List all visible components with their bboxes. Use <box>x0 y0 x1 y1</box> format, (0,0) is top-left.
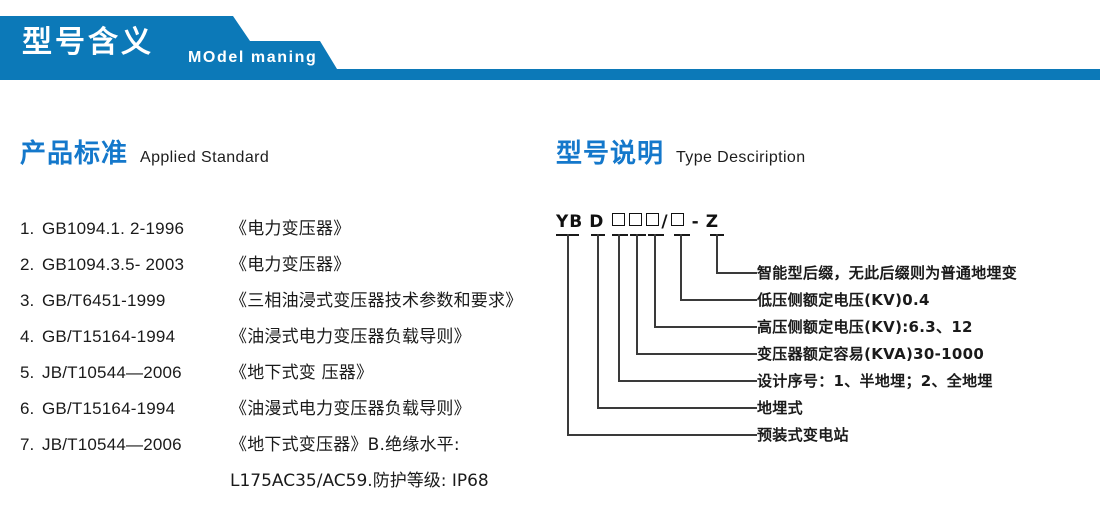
type-label-item: 高压侧额定电压(KV):6.3、12 <box>757 318 973 336</box>
leader-horizontal-2 <box>654 326 757 328</box>
leader-horizontal-6 <box>567 434 757 436</box>
standard-index: 2. <box>20 255 35 274</box>
standard-index: 3. <box>20 291 35 310</box>
standard-index: 7. <box>20 435 35 454</box>
standard-title: 《油浸式电力变压器负载导则》 <box>230 327 471 347</box>
standard-list-item: 7. JB/T10544—2006 《地下式变压器》B.绝缘水平: <box>20 430 540 466</box>
standard-list-item: 5. JB/T10544—2006 《地下式变 压器》 <box>20 358 540 394</box>
type-label-item: 预装式变电站 <box>757 426 849 444</box>
model-code-token-slash: / <box>661 212 669 232</box>
leader-horizontal-4 <box>618 380 757 382</box>
section-heading-en: Type Desciription <box>676 149 806 166</box>
leader-vertical-5 <box>597 234 599 408</box>
section-heading-type-description: 型号说明 Type Desciription <box>556 138 806 174</box>
page-header-banner: 型号含义 MOdel maning <box>0 16 1100 88</box>
banner-background-shape <box>0 16 1100 80</box>
standard-title: 《电力变压器》 <box>230 219 351 239</box>
standard-list-item: 6. GB/T15164-1994 《油漫式电力变压器负载导则》 <box>20 394 540 430</box>
type-label-item: 地埋式 <box>757 399 803 417</box>
leader-vertical-3 <box>636 234 638 354</box>
banner-title: 型号含义 <box>22 25 154 60</box>
standard-list-item: 2. GB1094.3.5- 2003 《电力变压器》 <box>20 250 540 286</box>
standard-code: GB/T15164-1994 <box>42 327 176 346</box>
standard-list-item: 4. GB/T15164-1994 《油浸式电力变压器负载导则》 <box>20 322 540 358</box>
leader-horizontal-0 <box>716 272 757 274</box>
standard-title: 《电力变压器》 <box>230 255 351 275</box>
standard-title: 《地下式变 压器》 <box>230 363 374 383</box>
model-code-token-z: Z <box>705 212 720 232</box>
standard-index: 4. <box>20 327 35 346</box>
standard-code: JB/T10544—2006 <box>42 435 182 454</box>
model-code-box-4 <box>670 213 684 226</box>
section-heading-cn: 产品标准 <box>20 139 129 169</box>
standard-index: 6. <box>20 399 35 418</box>
standard-code: JB/T10544—2006 <box>42 363 182 382</box>
standard-index: 5. <box>20 363 35 382</box>
section-heading-applied-standard: 产品标准 Applied Standard <box>20 138 269 174</box>
leader-vertical-1 <box>680 234 682 300</box>
type-label-item: 低压侧额定电压(KV)0.4 <box>757 291 930 309</box>
model-code-box-1 <box>612 213 626 226</box>
standard-list-item-continuation: L175AC35/AC59.防护等级: IP68 <box>20 466 540 506</box>
leader-vertical-4 <box>618 234 620 381</box>
model-code-token-dash: - <box>691 212 700 232</box>
model-code-box-2 <box>629 213 643 226</box>
standard-index: 1. <box>20 219 35 238</box>
standard-code: GB/T15164-1994 <box>42 399 176 418</box>
leader-horizontal-1 <box>680 299 757 301</box>
applied-standard-list: 1. GB1094.1. 2-1996 《电力变压器》 2. GB1094.3.… <box>20 214 540 506</box>
leader-horizontal-5 <box>597 407 757 409</box>
standard-code: GB1094.3.5- 2003 <box>42 255 185 274</box>
code-underline-box2 <box>630 234 646 236</box>
code-underline-box1 <box>612 234 628 236</box>
leader-vertical-6 <box>567 234 569 435</box>
leader-vertical-2 <box>654 234 656 327</box>
model-code-box-3 <box>646 213 660 226</box>
code-underline-box3 <box>648 234 664 236</box>
standard-title: 《油漫式电力变压器负载导则》 <box>230 399 471 419</box>
type-label-item: 智能型后缀，无此后缀则为普通地埋变 <box>757 264 1018 282</box>
standard-code: GB1094.1. 2-1996 <box>42 219 185 238</box>
standard-code: GB/T6451-1999 <box>42 291 166 310</box>
section-heading-cn: 型号说明 <box>556 139 665 169</box>
standard-continuation-text: L175AC35/AC59.防护等级: IP68 <box>230 471 489 491</box>
standard-list-item: 3. GB/T6451-1999 《三相油浸式变压器技术参数和要求》 <box>20 286 540 322</box>
standard-list-item: 1. GB1094.1. 2-1996 《电力变压器》 <box>20 214 540 250</box>
banner-subtitle: MOdel maning <box>188 49 318 66</box>
type-label-item: 设计序号：1、半地埋；2、全地埋 <box>757 372 993 390</box>
leader-vertical-0 <box>716 234 718 273</box>
standard-title: 《三相油浸式变压器技术参数和要求》 <box>230 291 523 311</box>
section-heading-en: Applied Standard <box>140 149 270 166</box>
model-code-token-d: D <box>589 212 605 232</box>
standard-title: 《地下式变压器》B.绝缘水平: <box>230 435 460 455</box>
type-label-item: 变压器额定容易(KVA)30-1000 <box>757 345 985 363</box>
code-underline-box4 <box>674 234 690 236</box>
model-code-token-yb: YB <box>556 212 584 232</box>
leader-horizontal-3 <box>636 353 757 355</box>
